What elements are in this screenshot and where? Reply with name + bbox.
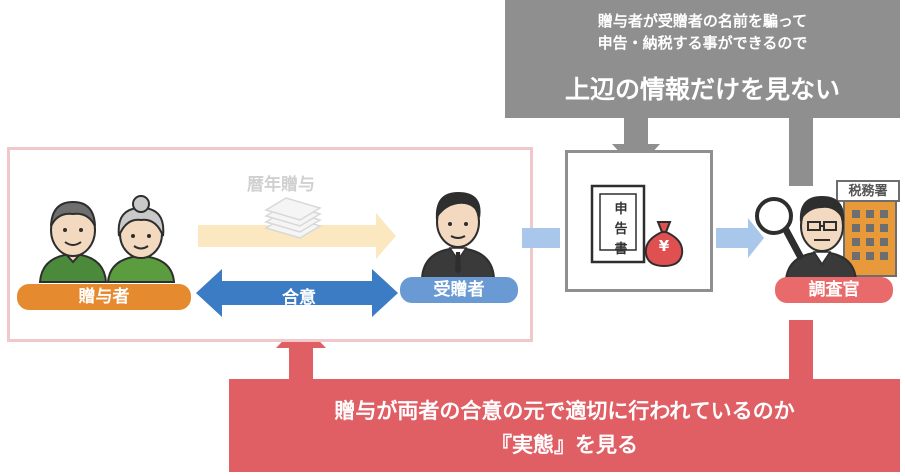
agreement-label: 合意	[282, 288, 316, 308]
callout-stem-right	[789, 116, 813, 186]
giver-label: 贈与者	[17, 284, 191, 310]
receiver-label: 受贈者	[400, 277, 518, 303]
inspector-icon	[784, 196, 858, 281]
agreement-double-arrow	[196, 269, 398, 317]
inspector-label: 調査官	[775, 277, 893, 303]
yearly-gift-arrow-body	[198, 225, 378, 247]
tax-return-document-icon	[590, 184, 646, 264]
doc-char-3: 書	[614, 242, 628, 257]
banner-stem-left	[289, 345, 313, 383]
top-callout: 贈与者が受贈者の名前を騙って 申告・納税する事ができるので 上辺の情報だけを見な…	[505, 0, 900, 118]
receiver-to-doc-arrow	[522, 228, 560, 248]
grandmother-icon	[106, 195, 176, 283]
young-man-icon	[420, 192, 496, 279]
yearly-gift-arrow-head	[376, 213, 396, 259]
banner-line-1: 贈与が両者の合意の元で適切に行われているのか	[334, 399, 795, 423]
yen-symbol: ¥	[658, 237, 670, 255]
bottom-banner: 贈与が両者の合意の元で適切に行われているのか 『実態』を見る	[229, 379, 900, 472]
tax-office-building-icon	[843, 199, 897, 277]
doc-char-2: 告	[614, 222, 628, 237]
banner-stem-right	[789, 320, 813, 382]
yearly-gift-label: 暦年贈与	[247, 175, 315, 195]
money-bag-icon	[644, 221, 684, 268]
doc-char-1: 申	[614, 202, 628, 217]
banner-line-2: 『実態』を見る	[491, 433, 638, 457]
doc-to-inspector-arrow-head	[748, 218, 764, 258]
grandfather-icon	[38, 200, 108, 283]
callout-line-3: 上辺の情報だけを見ない	[564, 75, 840, 104]
magnifier-icon	[755, 197, 804, 260]
callout-line-1: 贈与者が受贈者の名前を騙って	[597, 12, 808, 30]
tax-office-label: 税務署	[836, 180, 900, 202]
callout-stem-left	[624, 116, 648, 146]
callout-line-2: 申告・納税する事ができるので	[597, 34, 808, 52]
doc-to-inspector-arrow-body	[716, 228, 750, 248]
money-stack-icon	[264, 197, 322, 239]
